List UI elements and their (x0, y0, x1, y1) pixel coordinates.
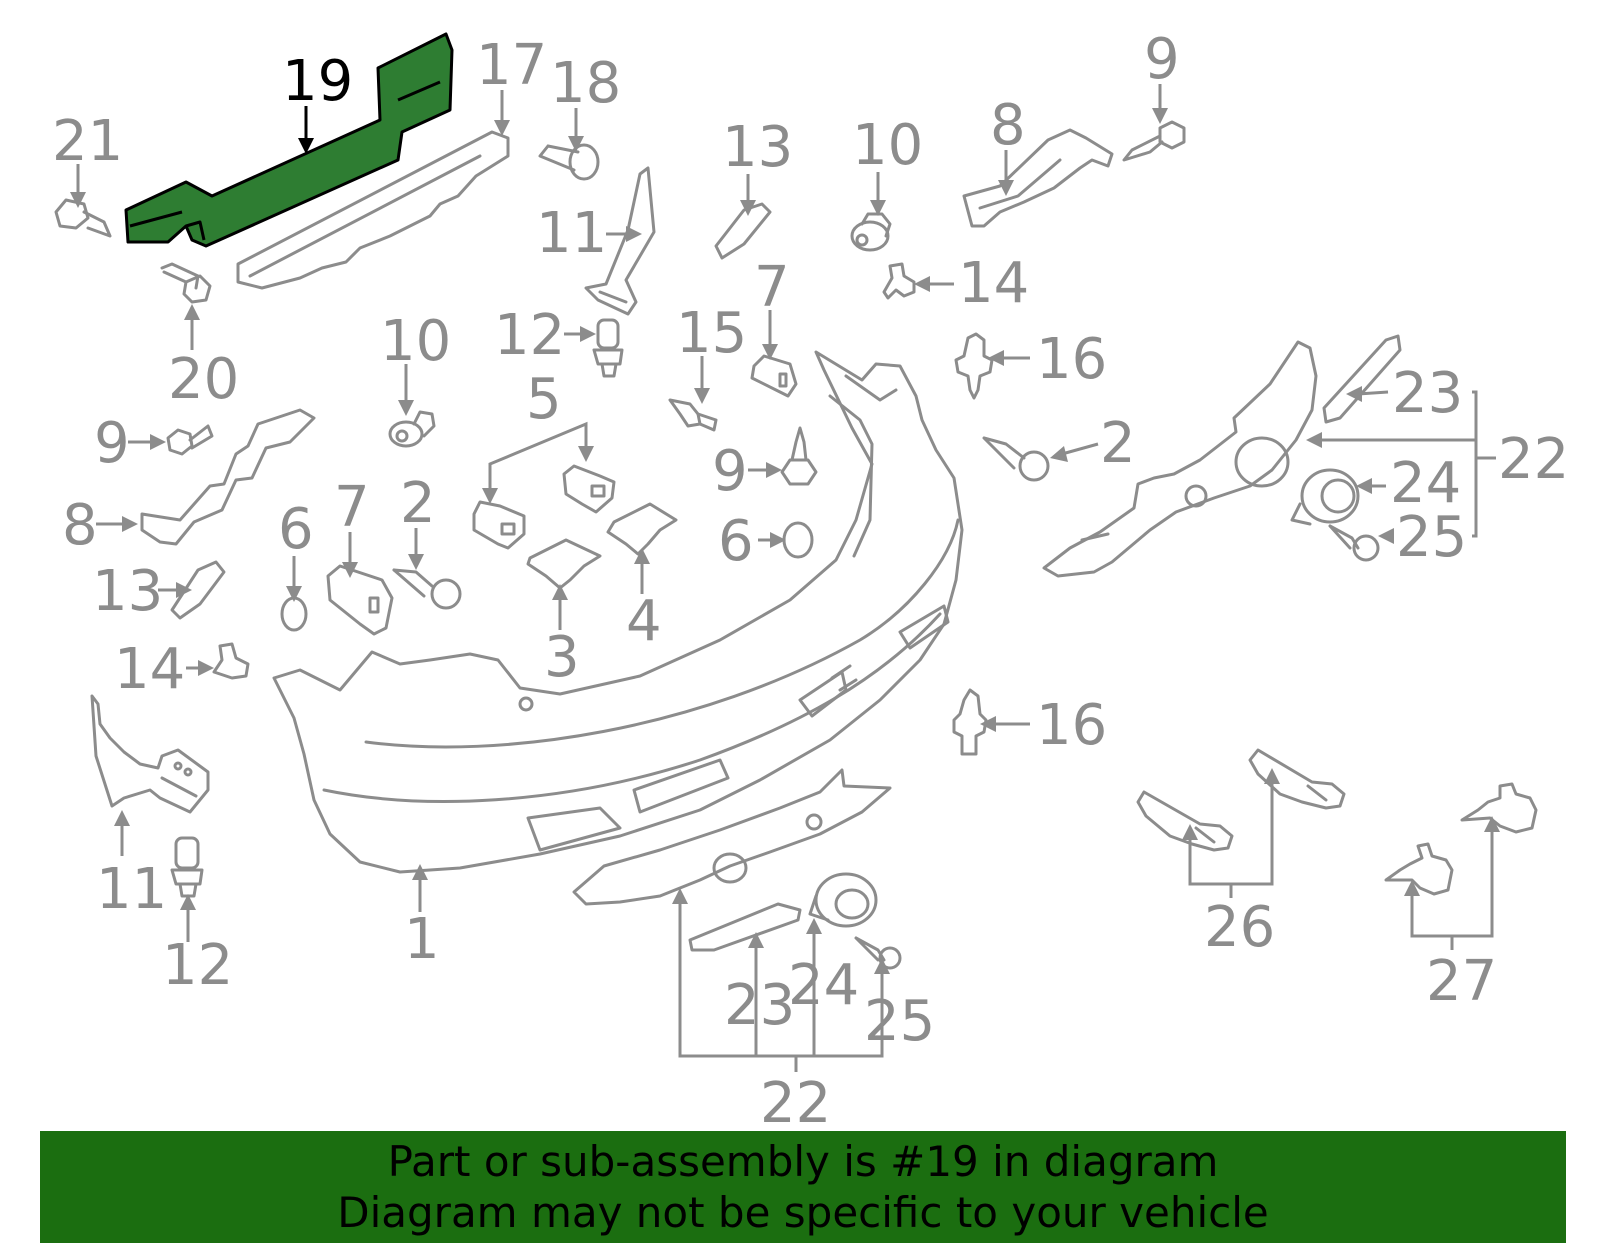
callout-7-lower: 7 (334, 475, 370, 540)
part-5-clip-left[interactable] (472, 500, 526, 550)
callout-16-lower: 16 (1036, 693, 1107, 758)
part-8-bracket-upper[interactable] (962, 128, 1114, 228)
part-11-bracket-lower[interactable] (90, 694, 210, 814)
part-7-sensor-lower[interactable] (326, 564, 394, 636)
callout-24-lower: 24 (788, 953, 859, 1018)
callout-10-lower: 10 (380, 309, 451, 374)
callout-16-upper: 16 (1036, 327, 1107, 392)
callout-6-right: 6 (718, 509, 754, 574)
part-23-strip-right[interactable] (1322, 334, 1402, 424)
callout-22-right: 22 (1498, 427, 1569, 492)
callout-13-upper: 13 (722, 115, 793, 180)
part-19-bumper-reinforcement[interactable] (124, 32, 454, 248)
parts-diagram: 19 17 18 21 20 13 11 10 8 9 14 12 10 15 … (52, 27, 1569, 1130)
callout-12-lower: 12 (162, 933, 233, 998)
callout-17: 17 (476, 33, 547, 98)
part-24-sensor-lower[interactable] (808, 872, 878, 928)
callout-4: 4 (626, 589, 662, 654)
callout-1: 1 (404, 907, 440, 972)
part-16-clip-upper[interactable] (954, 332, 994, 400)
leader-lines (70, 84, 1500, 1072)
part-14-clip-lower[interactable] (212, 642, 250, 680)
callout-23-lower: 23 (724, 973, 795, 1038)
part-14-clip-upper[interactable] (882, 262, 916, 300)
callout-7-upper: 7 (754, 255, 790, 320)
callout-25-right: 25 (1396, 505, 1467, 570)
callout-2-right: 2 (1100, 411, 1136, 476)
callout-15: 15 (676, 301, 747, 366)
callout-6-left: 6 (278, 497, 314, 562)
callout-11-upper: 11 (536, 201, 607, 266)
callout-8-lower: 8 (62, 493, 98, 558)
part-8-bracket-lower[interactable] (140, 408, 316, 546)
part-10-clip-lower[interactable] (388, 410, 436, 448)
part-26-bracket-right[interactable] (1248, 748, 1346, 810)
part-26-bracket-left[interactable] (1136, 790, 1234, 852)
callout-13-lower: 13 (92, 559, 163, 624)
part-6-plug-left[interactable] (280, 596, 308, 632)
callout-24-right: 24 (1390, 451, 1461, 516)
callout-11-lower: 11 (96, 857, 167, 922)
part-13-seal-upper[interactable] (714, 202, 772, 260)
callout-19: 19 (282, 49, 353, 114)
part-22-bracket-assembly-right[interactable] (1042, 340, 1318, 578)
callout-9-middle: 9 (712, 439, 748, 504)
banner-line-disclaimer: Diagram may not be specific to your vehi… (337, 1188, 1269, 1237)
callout-22-lower: 22 (760, 1071, 831, 1130)
part-3-bracket[interactable] (526, 538, 602, 590)
part-12-pin-upper[interactable] (592, 318, 624, 378)
notice-banner: Part or sub-assembly is #19 in diagram D… (40, 1131, 1566, 1243)
part-6-plug-right[interactable] (782, 521, 814, 559)
callout-27: 27 (1426, 949, 1497, 1014)
callout-9-left: 9 (94, 411, 130, 476)
part-7-sensor-upper[interactable] (750, 354, 798, 398)
part-4-bracket[interactable] (606, 502, 678, 556)
callout-14-upper: 14 (958, 251, 1029, 316)
part-11-bracket-upper[interactable] (584, 166, 656, 316)
part-21-bolt[interactable] (54, 198, 112, 238)
callout-10-upper: 10 (852, 113, 923, 178)
callout-labels: 19 17 18 21 20 13 11 10 8 9 14 12 10 15 … (52, 27, 1569, 1130)
part-9-screw-left[interactable] (166, 424, 214, 456)
part-13-seal-lower[interactable] (170, 560, 226, 620)
part-2-pushpin-right[interactable] (982, 436, 1050, 482)
callout-14-lower: 14 (114, 637, 185, 702)
callout-5: 5 (526, 367, 562, 432)
callout-25-lower: 25 (864, 989, 935, 1054)
callout-3: 3 (544, 625, 580, 690)
callout-12-upper: 12 (494, 303, 565, 368)
part-9-screw-middle[interactable] (780, 426, 818, 486)
part-24-sensor-right[interactable] (1290, 468, 1360, 526)
part-17-energy-absorber[interactable] (236, 130, 510, 290)
part-25-screw-lower[interactable] (854, 936, 902, 970)
part-22-bracket-assembly-lower[interactable] (572, 768, 892, 906)
part-12-pin-lower[interactable] (170, 836, 204, 898)
callout-9-upper: 9 (1144, 27, 1180, 92)
part-1-bumper-cover[interactable] (272, 350, 964, 874)
callout-26: 26 (1204, 895, 1275, 960)
callout-21: 21 (52, 109, 123, 174)
callout-18: 18 (550, 51, 621, 116)
part-25-screw-right[interactable] (1328, 524, 1380, 562)
callout-8-upper: 8 (990, 93, 1026, 158)
callout-2-lower: 2 (400, 471, 436, 536)
part-27-bracket-left[interactable] (1384, 842, 1454, 896)
part-2-pushpin-lower[interactable] (392, 568, 462, 610)
callout-20: 20 (168, 347, 239, 412)
callout-23-right: 23 (1392, 361, 1463, 426)
part-23-strip-lower[interactable] (688, 902, 802, 952)
banner-line-part: Part or sub-assembly is #19 in diagram (387, 1137, 1219, 1186)
part-9-screw-upper[interactable] (1122, 120, 1186, 162)
part-10-clip-upper[interactable] (850, 212, 892, 252)
part-15-pushpin[interactable] (668, 398, 718, 432)
part-18-pin[interactable] (538, 143, 600, 181)
part-27-bracket-right[interactable] (1460, 782, 1538, 834)
part-16-clip-lower[interactable] (952, 688, 988, 756)
part-20-bolt[interactable] (160, 262, 212, 304)
part-5-clip-right[interactable] (562, 464, 616, 514)
